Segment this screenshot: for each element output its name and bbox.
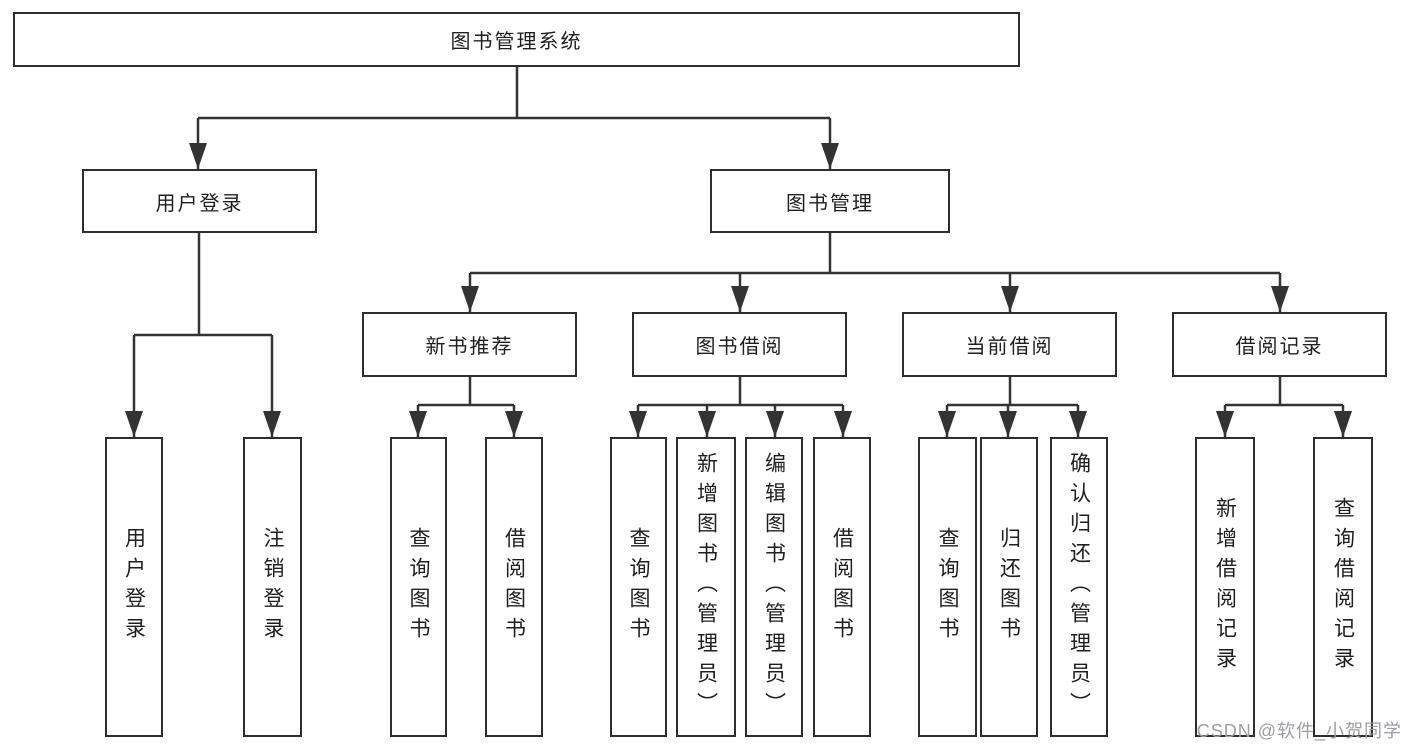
node-book-management: 图书管理: [710, 169, 950, 233]
connector-new-book-rec-to-leaves: [416, 377, 516, 437]
connector-book-borrow-to-leaves: [636, 377, 845, 437]
leaf-bb-edit-books-admin-label: 编辑图书（管理员）: [762, 452, 786, 722]
node-new-book-recommend: 新书推荐: [362, 312, 577, 377]
leaf-cb-confirm-return-admin: 确认归还（管理员）: [1050, 437, 1108, 737]
leaf-nbr-borrow-books: 借阅图书: [485, 437, 543, 737]
node-root-label: 图书管理系统: [450, 31, 583, 53]
node-current-borrow-label: 当前借阅: [965, 336, 1054, 358]
node-new-book-recommend-label: 新书推荐: [425, 336, 514, 358]
leaf-bb-edit-books-admin: 编辑图书（管理员）: [745, 437, 803, 737]
leaf-cb-return-books-label: 归还图书: [997, 527, 1021, 647]
node-root-library-system: 图书管理系统: [13, 12, 1020, 67]
node-book-borrow-label: 图书借阅: [695, 336, 784, 358]
connector-current-borrow-to-leaves: [945, 377, 1080, 437]
leaf-nbr-query-books: 查询图书: [390, 437, 447, 737]
leaf-nbr-query-books-label: 查询图书: [407, 527, 430, 647]
connector-root-to-level2: [196, 67, 832, 169]
leaf-bb-add-books-admin: 新增图书（管理员）: [676, 437, 736, 737]
node-book-management-label: 图书管理: [786, 192, 874, 215]
leaf-bb-borrow-books-label: 借阅图书: [830, 527, 854, 647]
node-user-login-label: 用户登录: [155, 192, 244, 215]
connector-book-mgmt-to-level3: [468, 232, 1282, 312]
leaf-br-add-record-label: 新增借阅记录: [1213, 497, 1237, 677]
leaf-cb-return-books: 归还图书: [980, 437, 1038, 737]
leaf-br-query-record-label: 查询借阅记录: [1331, 497, 1355, 677]
leaf-cb-confirm-return-admin-label: 确认归还（管理员）: [1067, 452, 1091, 722]
node-current-borrow: 当前借阅: [902, 312, 1117, 377]
leaf-bb-add-books-admin-label: 新增图书（管理员）: [694, 452, 718, 722]
leaf-bb-query-books: 查询图书: [610, 437, 667, 737]
csdn-watermark: CSDN @软件_小贺同学: [1196, 721, 1402, 741]
leaf-logout: 注销登录: [243, 437, 302, 737]
leaf-br-query-record: 查询借阅记录: [1313, 437, 1373, 737]
node-user-login: 用户登录: [82, 169, 317, 233]
connector-user-login-to-leaves: [132, 232, 274, 437]
leaf-logout-label: 注销登录: [261, 527, 284, 647]
arrowheads: [125, 143, 1352, 437]
leaf-cb-query-books-label: 查询图书: [936, 527, 959, 647]
node-borrow-records: 借阅记录: [1172, 312, 1387, 377]
leaf-bb-borrow-books: 借阅图书: [813, 437, 871, 737]
connector-borrow-records-to-leaves: [1223, 377, 1345, 437]
leaf-bb-query-books-label: 查询图书: [627, 527, 650, 647]
leaf-nbr-borrow-books-label: 借阅图书: [502, 527, 526, 647]
leaf-user-login: 用户登录: [105, 437, 163, 737]
node-borrow-records-label: 借阅记录: [1235, 336, 1324, 358]
leaf-user-login-label: 用户登录: [122, 527, 146, 647]
leaf-br-add-record: 新增借阅记录: [1195, 437, 1255, 737]
node-book-borrow: 图书借阅: [632, 312, 847, 377]
leaf-cb-query-books: 查询图书: [918, 437, 977, 737]
